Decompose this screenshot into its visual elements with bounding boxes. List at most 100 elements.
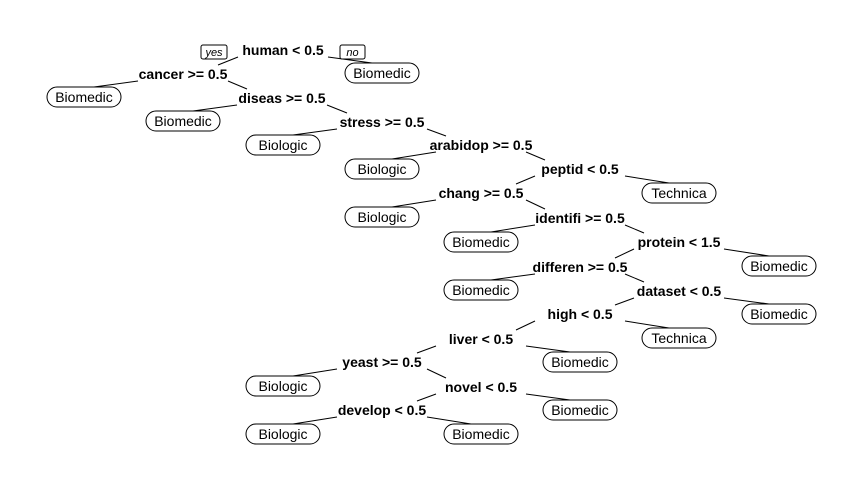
no-tag-box <box>339 44 366 60</box>
leaf-node-label: Biologic <box>258 426 307 442</box>
tree-edge <box>614 297 635 306</box>
leaf-node-label: Biomedic <box>551 354 609 370</box>
tree-edge <box>624 320 670 329</box>
leaf-node-box <box>245 423 321 445</box>
split-node-label: stress >= 0.5 <box>340 114 425 130</box>
leaf-node-box <box>641 327 717 349</box>
leaf-node: Technica <box>641 182 717 204</box>
tree-edge <box>292 368 338 377</box>
tree-edge <box>624 273 645 283</box>
leaf-node-label: Biomedic <box>154 113 212 129</box>
leaf-node: Biomedic <box>542 399 618 421</box>
leaf-node-label: Biomedic <box>452 234 510 250</box>
leaf-node-box <box>443 279 519 301</box>
leaf-node-box <box>344 206 420 228</box>
tree-edge <box>426 128 447 137</box>
leaf-node: Biomedic <box>46 86 122 108</box>
split-node-label: differen >= 0.5 <box>533 259 628 275</box>
leaf-node-label: Biomedic <box>55 89 113 105</box>
leaf-node: Biomedic <box>443 231 519 253</box>
tree-edge <box>227 80 248 90</box>
leaf-node-label: Biologic <box>258 378 307 394</box>
leaf-node-box <box>46 86 122 108</box>
leaf-node-label: Biomedic <box>750 258 808 274</box>
split-node-label: yeast >= 0.5 <box>342 354 422 370</box>
split-node-label: human < 0.5 <box>242 42 324 58</box>
leaf-node-box <box>741 255 817 277</box>
tree-edge <box>391 199 437 208</box>
leaf-node-box <box>245 134 321 156</box>
leaf-node: Biologic <box>245 375 321 397</box>
split-node-label: identifi >= 0.5 <box>535 210 625 226</box>
split-node-label: novel < 0.5 <box>445 379 517 395</box>
tree-edge <box>525 199 546 210</box>
leaf-node: Technica <box>641 327 717 349</box>
tree-edge <box>391 151 437 160</box>
leaf-node: Biomedic <box>443 423 519 445</box>
leaf-node-box <box>542 399 618 421</box>
tree-edge <box>515 175 536 185</box>
split-node-label: cancer >= 0.5 <box>139 66 228 82</box>
tree-edge <box>490 273 536 281</box>
yes-tag: yes <box>200 44 228 60</box>
leaf-node: Biomedic <box>145 110 221 132</box>
leaf-node: Biologic <box>344 206 420 228</box>
tree-edge <box>327 56 373 64</box>
split-node-label: peptid < 0.5 <box>541 161 619 177</box>
leaf-node-label: Technica <box>651 330 706 346</box>
tree-edge <box>525 393 571 401</box>
tree-edge <box>93 80 139 88</box>
leaf-node: Biomedic <box>542 351 618 373</box>
leaf-node-box <box>443 423 519 445</box>
tree-edge <box>426 368 447 379</box>
tree-edge <box>525 151 546 161</box>
leaf-node: Biologic <box>344 158 420 180</box>
tree-edge <box>416 345 437 354</box>
split-node-label: arabidop >= 0.5 <box>430 137 533 153</box>
tree-edge <box>192 104 238 112</box>
leaf-node-box <box>145 110 221 132</box>
leaf-node: Biologic <box>245 423 321 445</box>
tree-edge <box>525 345 571 353</box>
leaf-node-box <box>344 62 420 84</box>
leaf-node-box <box>344 158 420 180</box>
yes-tag-box <box>200 44 228 60</box>
tree-edge <box>292 416 338 425</box>
no-tag-text: no <box>346 47 358 59</box>
tree-edge <box>723 248 770 257</box>
leaf-node: Biomedic <box>741 303 817 325</box>
split-node-label: dataset < 0.5 <box>637 283 722 299</box>
split-node-label: develop < 0.5 <box>338 402 427 418</box>
leaf-node-box <box>443 231 519 253</box>
tree-edges <box>93 56 770 425</box>
tree-edge <box>292 128 338 136</box>
leaf-node-label: Biomedic <box>452 282 510 298</box>
split-node-label: liver < 0.5 <box>449 331 513 347</box>
leaf-node-box <box>741 303 817 325</box>
leaf-node-box <box>542 351 618 373</box>
leaf-node-label: Biomedic <box>452 426 510 442</box>
yes-tag-text: yes <box>204 47 223 59</box>
leaf-node: Biomedic <box>443 279 519 301</box>
leaf-node: Biologic <box>245 134 321 156</box>
tree-edge <box>515 320 536 331</box>
split-node-label: diseas >= 0.5 <box>238 90 325 106</box>
tree-edge <box>426 416 472 425</box>
split-node-label: chang >= 0.5 <box>439 185 524 201</box>
branch-tags: yes no <box>200 44 366 60</box>
split-node-label: high < 0.5 <box>548 306 613 322</box>
tree-edge <box>614 248 635 259</box>
leaf-node-label: Biomedic <box>353 65 411 81</box>
no-tag: no <box>339 44 366 60</box>
leaf-node-label: Biomedic <box>750 306 808 322</box>
tree-edge <box>326 104 348 114</box>
tree-edge <box>217 56 239 66</box>
leaf-node-label: Biologic <box>258 137 307 153</box>
tree-edge <box>723 297 770 305</box>
leaf-node-label: Biologic <box>357 209 406 225</box>
leaf-node-label: Technica <box>651 185 706 201</box>
leaf-node-box <box>245 375 321 397</box>
tree-edge <box>624 175 670 184</box>
leaf-node: Biomedic <box>741 255 817 277</box>
